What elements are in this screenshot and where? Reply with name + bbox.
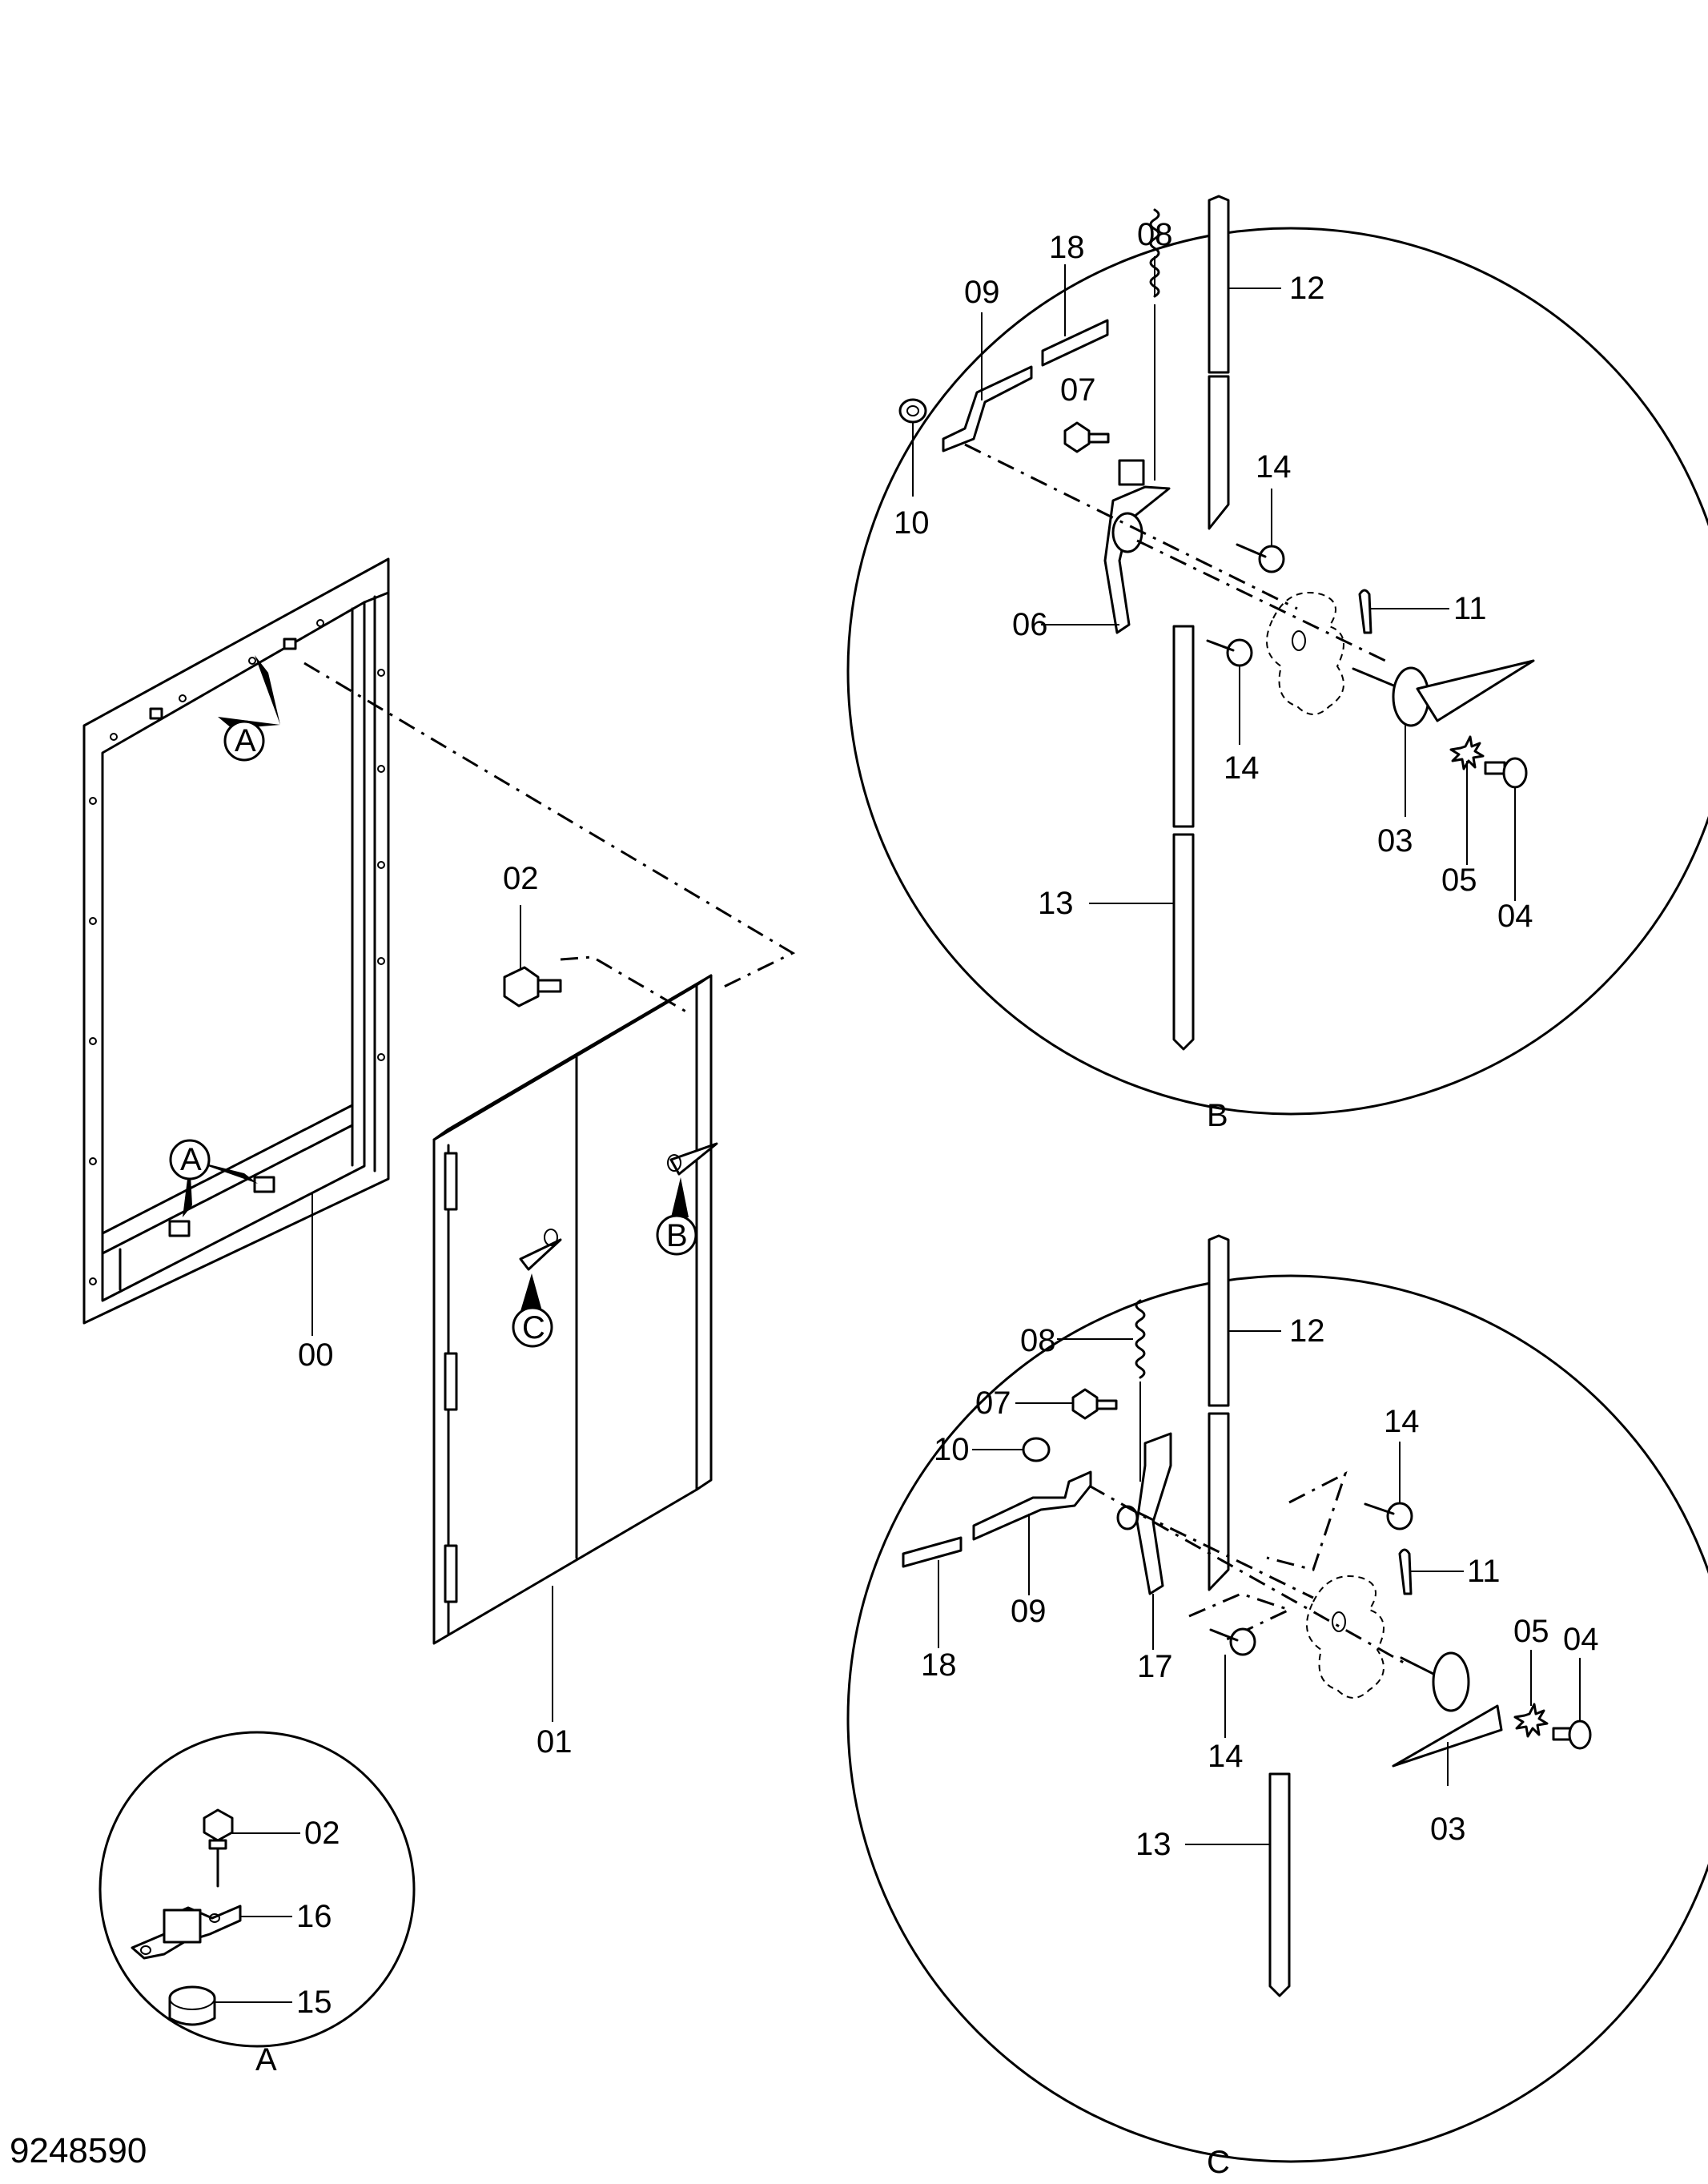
callout-c-door xyxy=(512,1273,553,1348)
detail-b-parts xyxy=(898,195,1535,1051)
callout-b-letter: B xyxy=(666,1218,688,1253)
callout-a-bottom-letter: A xyxy=(180,1142,202,1177)
c-label-13: 13 xyxy=(1135,1827,1171,1862)
door-panel xyxy=(432,974,718,1722)
detail-c-circle xyxy=(846,1274,1708,2163)
a-label-16: 16 xyxy=(296,1899,332,1934)
door-bolt xyxy=(503,905,562,1008)
c-label-17: 17 xyxy=(1137,1649,1173,1684)
c-label-08: 08 xyxy=(1020,1323,1056,1358)
label-02-main: 02 xyxy=(503,861,539,896)
detail-b-title: B xyxy=(1207,1098,1228,1133)
c-label-09: 09 xyxy=(1011,1594,1047,1629)
c-label-11: 11 xyxy=(1467,1554,1501,1589)
b-label-08: 08 xyxy=(1137,217,1173,252)
b-label-14a: 14 xyxy=(1256,449,1292,485)
detail-a-title: A xyxy=(255,2042,277,2077)
bolt-to-door-link xyxy=(560,955,689,1015)
frame-to-door-link xyxy=(303,662,796,991)
b-label-05: 05 xyxy=(1441,863,1477,898)
detail-a-parts xyxy=(131,1808,300,2026)
b-label-11: 11 xyxy=(1453,591,1487,626)
callout-a-top-letter: A xyxy=(235,723,256,758)
callout-a-top xyxy=(218,655,280,762)
a-label-02: 02 xyxy=(304,1816,340,1851)
b-label-12: 12 xyxy=(1289,271,1325,306)
callout-a-bottom xyxy=(169,1139,258,1217)
b-label-14b: 14 xyxy=(1224,750,1260,786)
b-label-03: 03 xyxy=(1377,823,1413,859)
c-label-07: 07 xyxy=(975,1386,1011,1421)
detail-b-circle xyxy=(846,227,1708,1116)
callout-b-door xyxy=(656,1177,697,1256)
b-label-06: 06 xyxy=(1012,607,1048,642)
c-label-04: 04 xyxy=(1563,1622,1599,1657)
c-label-18: 18 xyxy=(921,1647,957,1683)
c-label-14b: 14 xyxy=(1208,1739,1244,1774)
detail-a-circle xyxy=(98,1731,416,2048)
door-frame xyxy=(82,557,390,1336)
label-00: 00 xyxy=(298,1337,334,1373)
c-label-05: 05 xyxy=(1513,1614,1549,1649)
c-label-14a: 14 xyxy=(1384,1404,1420,1439)
callout-c-letter: C xyxy=(522,1310,545,1345)
c-label-10: 10 xyxy=(934,1432,970,1467)
c-label-12: 12 xyxy=(1289,1313,1325,1349)
a-label-15: 15 xyxy=(296,1985,332,2020)
b-label-09: 09 xyxy=(964,275,1000,310)
b-label-13: 13 xyxy=(1038,886,1074,921)
b-label-18: 18 xyxy=(1049,230,1085,265)
b-label-04: 04 xyxy=(1497,899,1533,934)
b-label-07: 07 xyxy=(1060,372,1096,408)
detail-c-title: C xyxy=(1207,2145,1230,2180)
c-label-03: 03 xyxy=(1430,1812,1466,1847)
b-label-10: 10 xyxy=(894,505,930,541)
detail-c-parts xyxy=(902,1234,1592,1997)
label-01: 01 xyxy=(537,1724,573,1760)
drawing-number: 9248590 xyxy=(10,2131,147,2170)
